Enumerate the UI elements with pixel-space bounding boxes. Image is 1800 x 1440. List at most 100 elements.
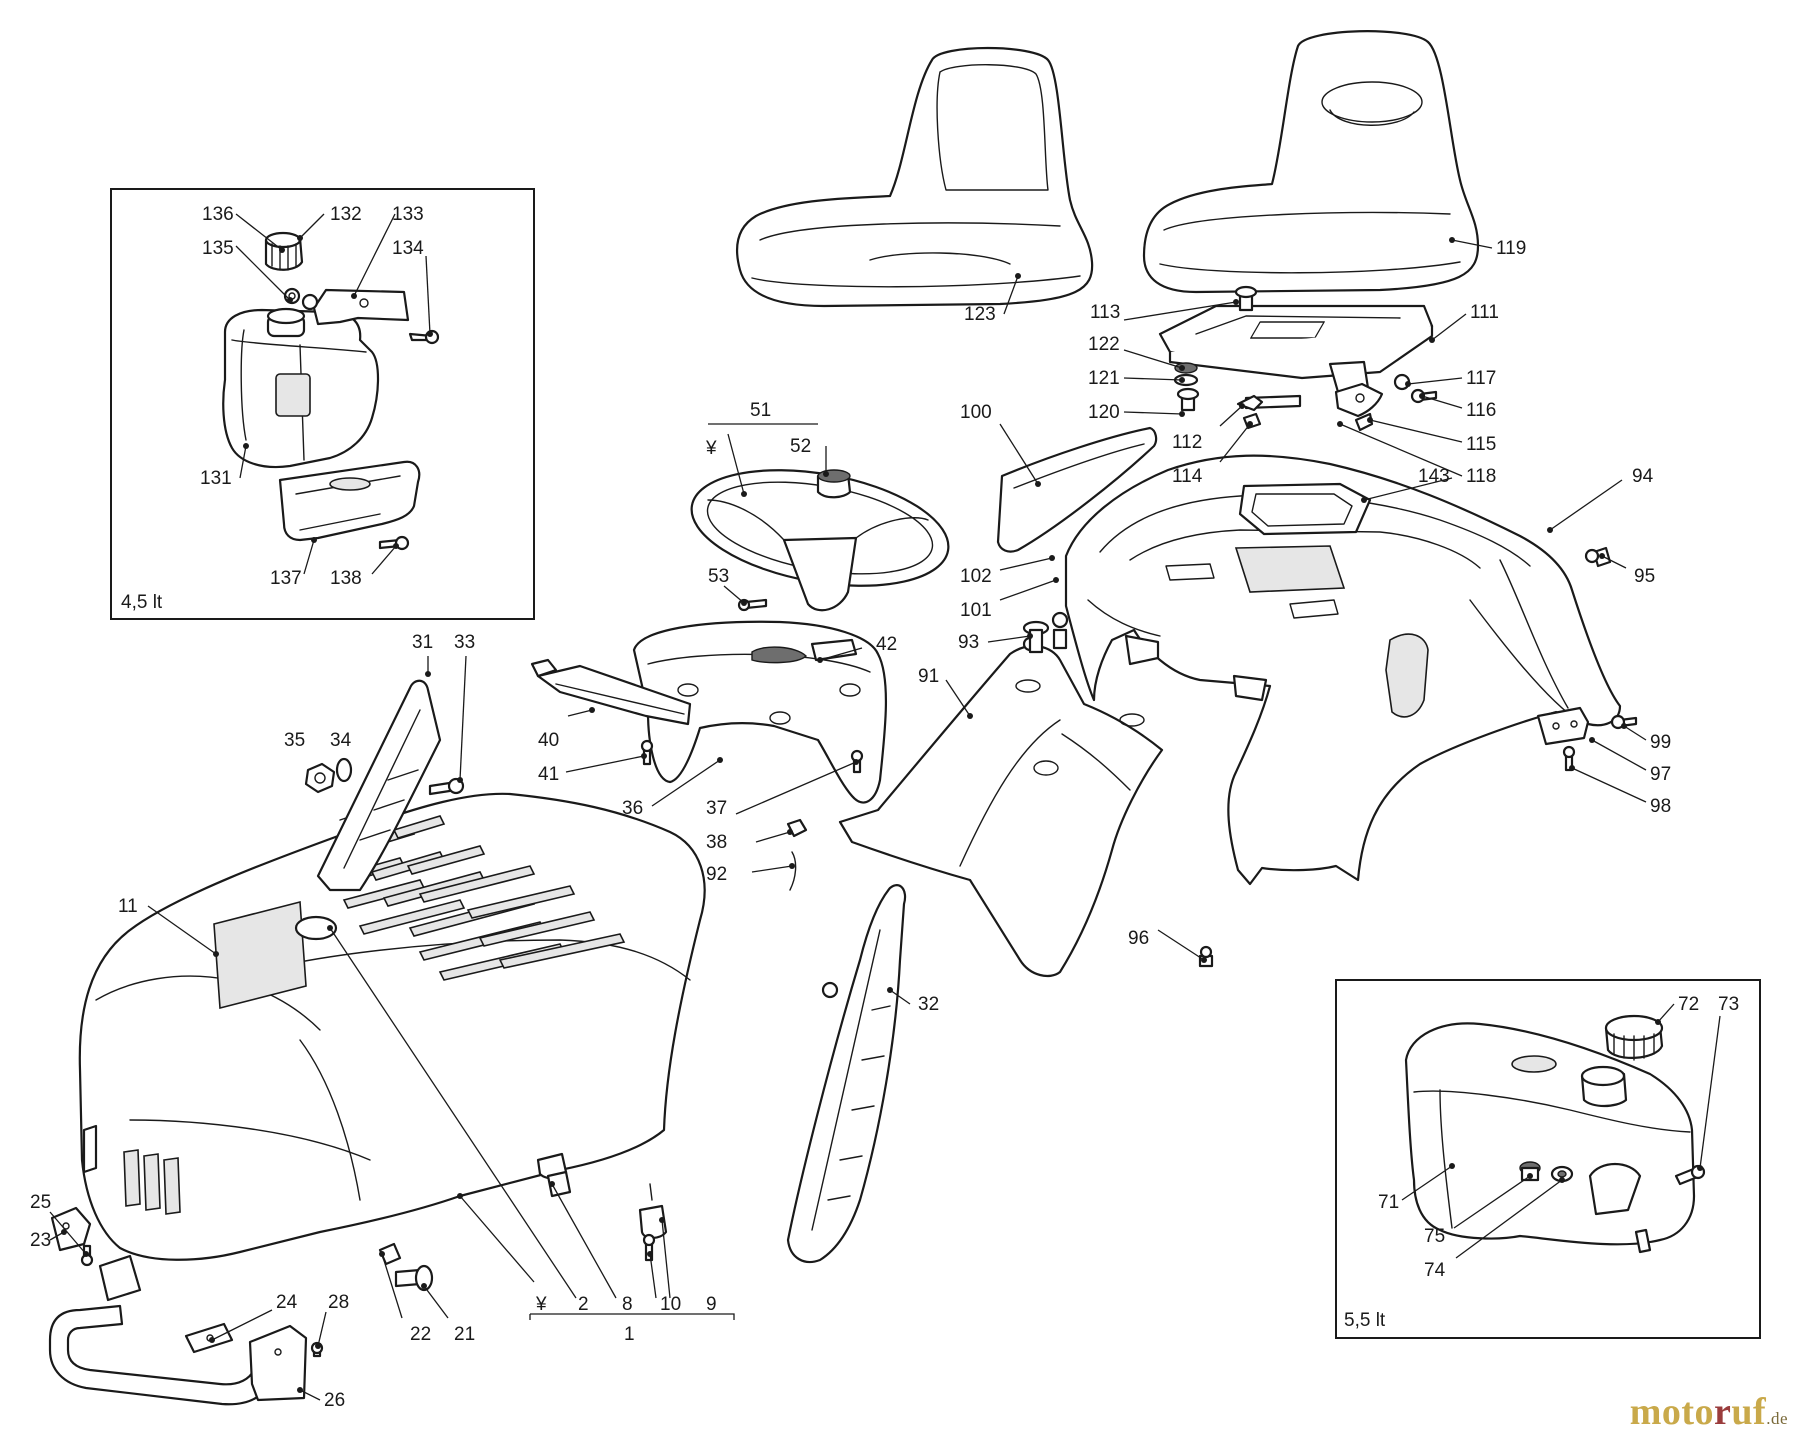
- label-111: 111: [1470, 302, 1499, 323]
- label-143: 143: [1418, 466, 1450, 487]
- hood-washer-34: [335, 757, 353, 783]
- label-11: 11: [118, 896, 138, 917]
- label-22: 22: [410, 1324, 431, 1345]
- label-122: 122: [1088, 334, 1120, 355]
- label-136: 136: [202, 204, 234, 225]
- label-112: 112: [1172, 432, 1202, 453]
- seat-washers-stack: [1173, 362, 1200, 412]
- label-36: 36: [622, 798, 643, 819]
- label-95: 95: [1634, 566, 1655, 587]
- label-138: 138: [330, 568, 362, 589]
- hood-knob-21: [394, 1264, 434, 1292]
- seat-plain: [735, 46, 1094, 308]
- label-99: 99: [1650, 732, 1671, 753]
- label-51: 51: [750, 400, 771, 421]
- label-75: 75: [1424, 1226, 1445, 1247]
- label-117: 117: [1466, 368, 1496, 389]
- part-number-labels: 136 132 133 135 134 131 137 138 123 119 …: [30, 204, 1739, 1411]
- label-1: 1: [624, 1324, 635, 1345]
- label-2: 2: [578, 1294, 589, 1315]
- label-41: 41: [538, 764, 559, 785]
- label-52: 52: [790, 436, 811, 457]
- label-96: 96: [1128, 928, 1149, 949]
- steering-wheel: [690, 469, 950, 612]
- label-123: 123: [964, 304, 996, 325]
- label-51-yen: ¥: [705, 438, 717, 459]
- fender-tray: [1238, 482, 1372, 536]
- fuel-tank-cap-large: [1604, 1014, 1664, 1061]
- hood-nut-35: [304, 762, 336, 794]
- seat-hinge: [1334, 382, 1384, 432]
- label-25: 25: [30, 1192, 51, 1213]
- label-118: 118: [1466, 466, 1496, 487]
- label-116: 116: [1466, 400, 1496, 421]
- fuel-tank-cap-small: [264, 231, 304, 271]
- fender-bracket-right: [1536, 706, 1590, 746]
- label-21: 21: [454, 1324, 475, 1345]
- throttle-lever: [530, 658, 692, 726]
- foot-panel: [838, 644, 1164, 978]
- label-94: 94: [1632, 466, 1654, 487]
- seat-bolt: [1234, 285, 1258, 312]
- seat-mounting-plate: [1158, 304, 1434, 410]
- label-100: 100: [960, 402, 992, 423]
- label-33: 33: [454, 632, 475, 653]
- label-98: 98: [1650, 796, 1671, 817]
- fender-plug: [1584, 546, 1612, 568]
- label-8: 8: [622, 1294, 633, 1315]
- label-133: 133: [392, 204, 424, 225]
- label-137: 137: [270, 568, 302, 589]
- label-35: 35: [284, 730, 305, 751]
- dash-screw-41: [640, 739, 654, 766]
- hood-hinge-right: [786, 884, 907, 1264]
- label-42: 42: [876, 634, 897, 655]
- label-120: 120: [1088, 402, 1120, 423]
- bumper-bracket-24: [184, 1322, 234, 1354]
- label-24: 24: [276, 1292, 298, 1313]
- tank-bracket-small: [312, 288, 440, 345]
- hood-hinge-left: [316, 679, 442, 892]
- front-bumper: [48, 1254, 280, 1406]
- label-26: 26: [324, 1390, 345, 1411]
- hood: [78, 792, 706, 1261]
- label-113: 113: [1090, 302, 1120, 323]
- dash-clip-92: [789, 851, 797, 891]
- label-28: 28: [328, 1292, 349, 1313]
- label-91: 91: [918, 666, 939, 687]
- label-71: 71: [1378, 1192, 1399, 1213]
- label-53: 53: [708, 566, 729, 587]
- hood-grommet-9: [638, 1183, 668, 1240]
- label-101: 101: [960, 600, 992, 621]
- inset-left-frame: [110, 188, 535, 620]
- label-34: 34: [330, 730, 352, 751]
- fuel-tank-neck-large: [1580, 1065, 1628, 1108]
- label-23: 23: [30, 1230, 51, 1251]
- fender-insert-panel: [996, 426, 1158, 553]
- label-32: 32: [918, 994, 939, 1015]
- label-135: 135: [202, 238, 234, 259]
- fuel-tank-large: [1404, 1022, 1696, 1254]
- label-92: 92: [706, 864, 727, 885]
- label-74: 74: [1424, 1260, 1446, 1281]
- fender-screw-lower: [1198, 945, 1214, 968]
- label-9: 9: [706, 1294, 717, 1315]
- label-37: 37: [706, 798, 727, 819]
- label-93: 93: [958, 632, 979, 653]
- label-73: 73: [1718, 994, 1739, 1015]
- label-72: 72: [1678, 994, 1699, 1015]
- footplate-bolt-93: [1022, 620, 1050, 654]
- label-131: 131: [200, 468, 232, 489]
- label-38: 38: [706, 832, 727, 853]
- label-119: 119: [1496, 238, 1526, 259]
- seat-with-hole: [1142, 30, 1480, 294]
- label-10: 10: [660, 1294, 681, 1315]
- dashboard: [632, 620, 888, 804]
- hood-bumper-8: [546, 1170, 572, 1198]
- label-115: 115: [1466, 434, 1496, 455]
- steering-cap: [816, 469, 852, 499]
- inset-left-capacity: 4,5 lt: [121, 592, 163, 613]
- label-134: 134: [392, 238, 424, 259]
- inset-right-capacity: 5,5 lt: [1344, 1310, 1386, 1331]
- fuel-tank-small: [222, 307, 380, 469]
